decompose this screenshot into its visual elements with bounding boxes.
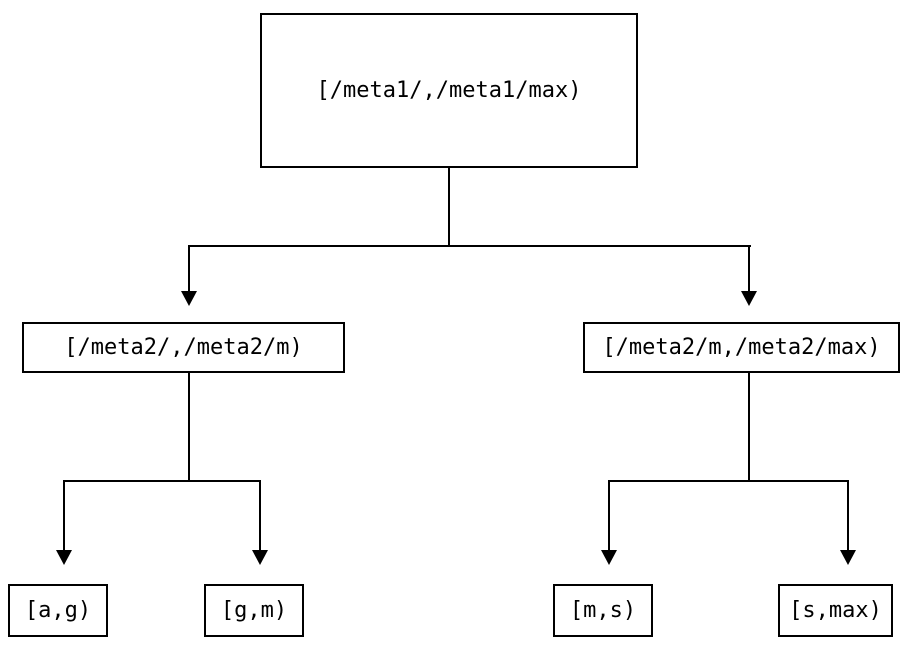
- connector-root-stem: [448, 168, 450, 246]
- node-leaf-a-g: [a,g): [8, 584, 108, 637]
- connector-right-stem: [748, 373, 750, 481]
- connector-root-to-right-drop: [748, 245, 750, 292]
- node-leaf-s-max: [s,max): [778, 584, 893, 637]
- node-leaf-m-s: [m,s): [553, 584, 653, 637]
- connector-right-to-ms-drop: [608, 480, 610, 550]
- arrowhead-down-icon: [56, 550, 72, 565]
- connector-left-stem: [188, 373, 190, 481]
- arrowhead-down-icon: [252, 550, 268, 565]
- node-root-meta1-range: [/meta1/,/meta1/max): [260, 13, 638, 168]
- connector-right-to-smax-drop: [847, 480, 849, 550]
- node-meta2-lower-range: [/meta2/,/meta2/m): [22, 322, 345, 373]
- connector-left-to-gm-drop: [259, 480, 261, 550]
- arrowhead-down-icon: [840, 550, 856, 565]
- connector-right-crossbar: [608, 480, 849, 482]
- connector-left-crossbar: [63, 480, 261, 482]
- connector-root-to-left-drop: [188, 245, 190, 292]
- connector-root-crossbar: [188, 245, 751, 247]
- arrowhead-down-icon: [181, 291, 197, 306]
- node-meta2-upper-range: [/meta2/m,/meta2/max): [583, 322, 900, 373]
- arrowhead-down-icon: [741, 291, 757, 306]
- node-leaf-g-m: [g,m): [204, 584, 304, 637]
- arrowhead-down-icon: [601, 550, 617, 565]
- connector-left-to-ag-drop: [63, 480, 65, 550]
